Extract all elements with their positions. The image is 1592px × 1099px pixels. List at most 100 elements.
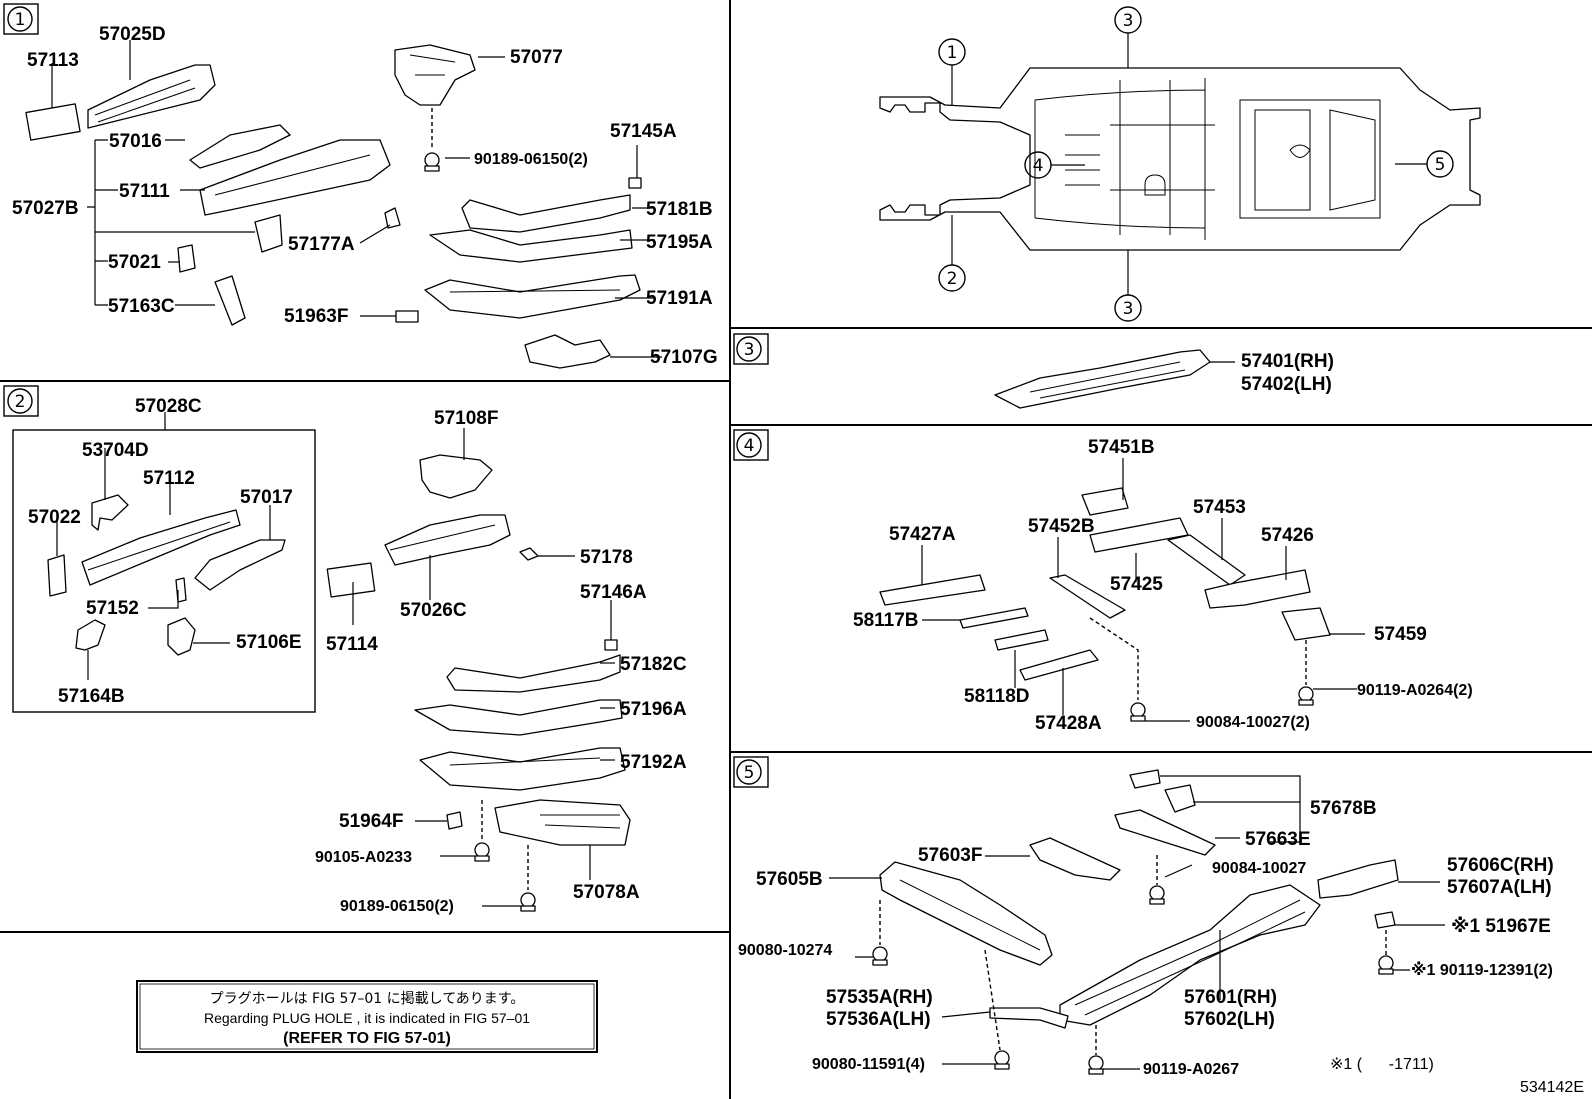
overview-callout-3-bottom: 3 (1114, 250, 1142, 322)
overview-callout-3-top: 3 (1114, 6, 1142, 68)
part-number: 57106E (236, 632, 302, 653)
part-number: 57164B (58, 686, 125, 707)
part-number: 51964F (339, 811, 403, 832)
part-number: 90189-06150(2) (474, 151, 588, 168)
part-number: 57402(LH) (1241, 374, 1332, 395)
part-number: 57182C (620, 654, 687, 675)
assembly-box (12, 429, 316, 713)
part-number: 57113 (27, 50, 79, 71)
part-number: 90189-06150(2) (340, 898, 454, 915)
part-number: 90105-A0233 (315, 849, 412, 866)
section-4-labels: 57451B 57427A 57452B 57453 57426 57425 5… (853, 437, 1473, 734)
part-number: 58118D (964, 686, 1030, 707)
part-number: 57152 (86, 598, 139, 619)
part-number: 57427A (889, 524, 956, 545)
section-badge-2: 2 (3, 385, 39, 417)
part-number: 57021 (108, 252, 161, 273)
part-number: 57177A (288, 234, 355, 255)
part-number: 57602(LH) (1184, 1009, 1275, 1030)
part-number: 57163C (108, 296, 175, 317)
part-number: 57146A (580, 582, 647, 603)
svg-text:2: 2 (15, 392, 26, 412)
part-number: 57196A (620, 699, 687, 720)
svg-text:1: 1 (947, 43, 958, 63)
overview-callout-2: 2 (938, 215, 966, 292)
part-number: 58117B (853, 610, 919, 631)
part-number: 57028C (135, 396, 202, 417)
footnote: ※1 ( -1711) (1330, 1056, 1434, 1073)
part-number: 57453 (1193, 497, 1246, 518)
svg-text:4: 4 (744, 436, 755, 456)
part-number: 53704D (82, 440, 149, 461)
section-1 (25, 44, 642, 369)
plug-hole-note: プラグホールは FIG 57–01 に掲載してあります。 Regarding P… (136, 980, 598, 1053)
svg-text:2: 2 (947, 269, 958, 289)
section-1-labels: 57113 57025D 57077 57016 57145A 90189-06… (12, 24, 718, 368)
part-number: 57607A(LH) (1447, 877, 1552, 898)
section-badge-4: 4 (733, 429, 769, 461)
section-4-leaders (921, 458, 1365, 722)
section-3: 57401(RH) 57402(LH) (994, 349, 1334, 409)
part-number: 57077 (510, 47, 563, 68)
part-number: 57025D (99, 24, 166, 45)
section-1-leaders (51, 40, 662, 358)
part-number: 57016 (109, 131, 162, 152)
section-4 (879, 487, 1331, 722)
part-number: 57017 (240, 487, 293, 508)
section-2 (12, 429, 631, 912)
part-number: 57425 (1110, 574, 1163, 595)
part-number: 90080-10274 (738, 942, 832, 959)
part-number: 57107G (650, 347, 718, 368)
part-number: 57111 (119, 181, 170, 202)
part-number: 57428A (1035, 713, 1102, 734)
overview-callout-5: 5 (1395, 150, 1454, 178)
part-number: 57401(RH) (1241, 351, 1334, 372)
part-number: 57601(RH) (1184, 987, 1277, 1008)
section-5-leaders (829, 775, 1445, 1070)
section-2-labels: 57028C 53704D 57112 57017 57022 57152 57… (28, 396, 687, 915)
note-jp: プラグホールは FIG 57–01 に掲載してあります。 (210, 991, 525, 1007)
part-number: 90119-A0264(2) (1357, 682, 1473, 699)
part-number: ※1 90119-12391(2) (1411, 961, 1553, 979)
note-en: Regarding PLUG HOLE , it is indicated in… (204, 1010, 530, 1026)
part-number: 90084-10027(2) (1196, 714, 1310, 731)
note-ref: (REFER TO FIG 57-01) (283, 1030, 451, 1047)
part-number: 57452B (1028, 516, 1095, 537)
part-number: 51963F (284, 306, 348, 327)
part-number: 90119-A0267 (1143, 1061, 1239, 1078)
svg-text:3: 3 (1123, 11, 1134, 31)
part-number: 57663E (1245, 829, 1311, 850)
part-number: 57114 (326, 634, 378, 655)
part-number: 57078A (573, 882, 640, 903)
svg-text:3: 3 (744, 340, 755, 360)
section-2-leaders (56, 412, 615, 907)
part-number: 57112 (143, 468, 195, 489)
part-number: 57605B (756, 869, 823, 890)
svg-text:5: 5 (1435, 155, 1446, 175)
part-number: 57535A(RH) (826, 987, 933, 1008)
section-5-labels: 57678B 57663E 57603F 57605B 90084-10027 … (738, 798, 1554, 1078)
part-number: 57192A (620, 752, 687, 773)
part-number: 57451B (1088, 437, 1155, 458)
part-number: 57022 (28, 507, 81, 528)
part-number: 57603F (918, 845, 982, 866)
section-badge-5: 5 (733, 756, 769, 788)
part-number: 57191A (646, 288, 713, 309)
part-number: 57536A(LH) (826, 1009, 931, 1030)
part-number: 57178 (580, 547, 633, 568)
part-number: 57426 (1261, 525, 1314, 546)
body-floor-overview (879, 67, 1481, 251)
section-badge-3: 3 (733, 333, 769, 365)
part-number: 90084-10027 (1212, 860, 1306, 877)
section-badge-1: 1 (3, 3, 39, 35)
part-number: 57026C (400, 600, 467, 621)
part-number: 57145A (610, 121, 677, 142)
section-5 (872, 769, 1399, 1075)
part-number: 57195A (646, 232, 713, 253)
part-number: 57181B (646, 199, 713, 220)
svg-text:3: 3 (1123, 299, 1134, 319)
part-number: 57027B (12, 198, 79, 219)
overview-callout-4: 4 (1024, 151, 1085, 179)
part-number: 57459 (1374, 624, 1427, 645)
